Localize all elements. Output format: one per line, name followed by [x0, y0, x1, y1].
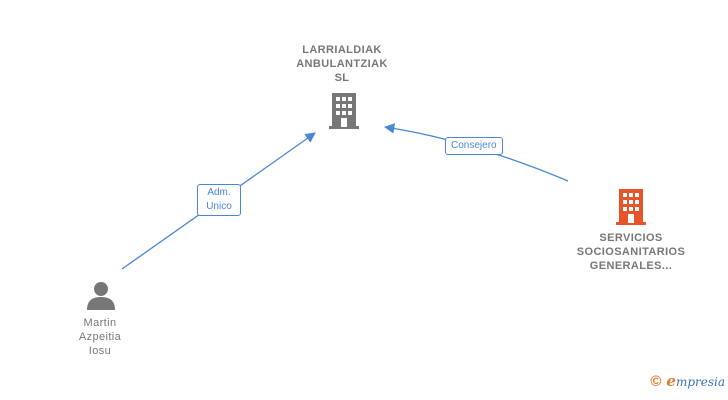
building-icon[interactable]	[616, 189, 646, 225]
copyright-icon: ©	[650, 372, 662, 390]
company-parent-label[interactable]: SERVICIOS SOCIOSANITARIOS GENERALES...	[576, 232, 686, 272]
brand-initial: e	[666, 372, 676, 390]
brand-logo[interactable]: empresia	[666, 372, 725, 390]
edge-label-adm-unico[interactable]: Adm. Unico	[197, 184, 241, 216]
person-label[interactable]: Martin Azpeitia Iosu	[78, 317, 122, 357]
watermark: © empresia	[650, 372, 725, 390]
person-icon[interactable]	[86, 280, 116, 310]
company-main-label[interactable]: LARRIALDIAK ANBULANTZIAK SL	[296, 44, 388, 84]
edge-label-consejero[interactable]: Consejero	[445, 137, 503, 155]
building-icon[interactable]	[329, 93, 359, 129]
brand-name: mpresia	[675, 375, 725, 389]
